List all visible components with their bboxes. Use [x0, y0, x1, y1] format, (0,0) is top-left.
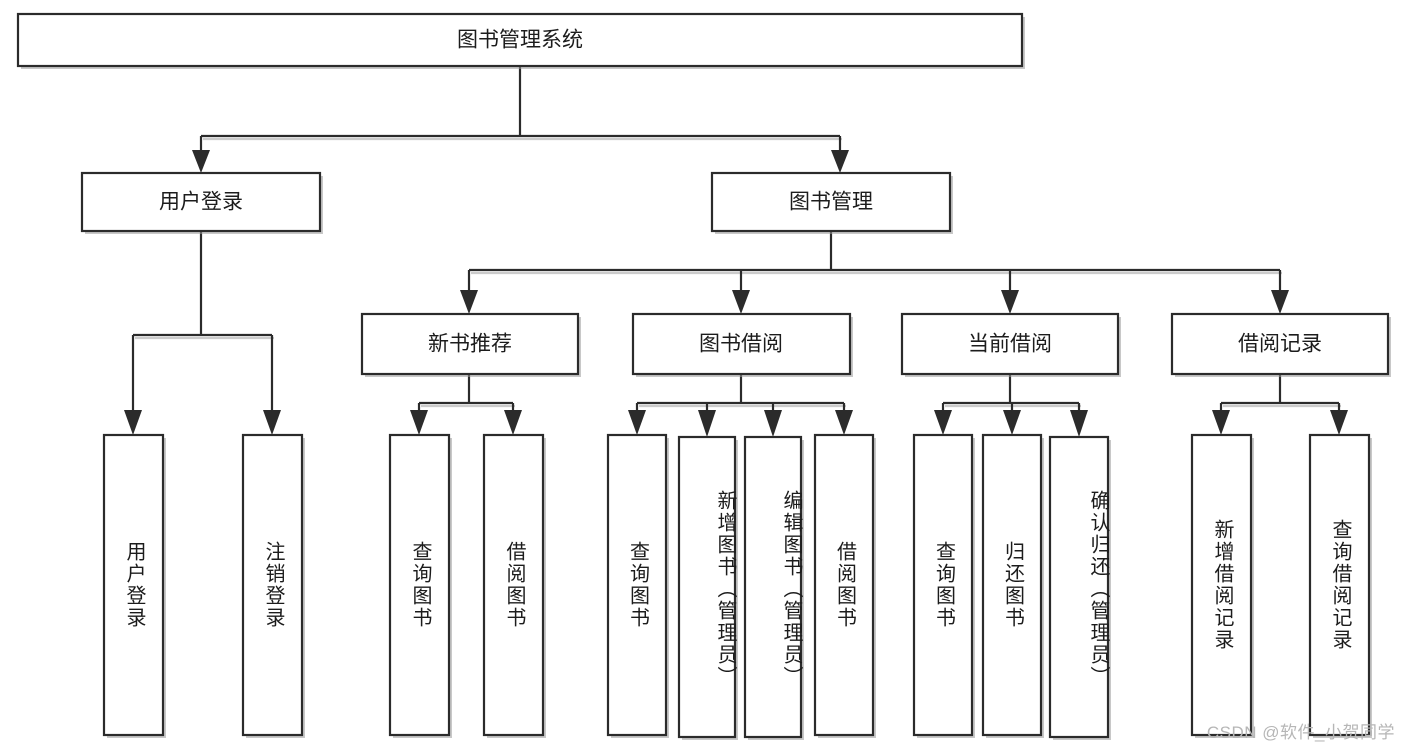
leaf-node-query-book-3[interactable] [912, 433, 975, 738]
node-borrow-record[interactable]: 借阅记录 [1170, 312, 1391, 377]
leaf-node-query-book-1[interactable] [388, 433, 452, 738]
edge-borrowrecord-to-leaves [1212, 374, 1348, 435]
node-user-login-label: 用户登录 [159, 191, 243, 214]
edge-root-to-level2 [192, 66, 849, 173]
edges-group [124, 66, 1348, 437]
edge-bookborrow-to-leaves [628, 374, 853, 437]
leaf-node-logout-login[interactable] [241, 433, 305, 738]
node-book-manage[interactable]: 图书管理 [710, 171, 953, 234]
edge-newbookrec-to-leaves [410, 374, 522, 435]
node-current-borrow[interactable]: 当前借阅 [900, 312, 1121, 377]
leaf-node-query-borrow-record[interactable] [1308, 433, 1372, 738]
node-book-manage-label: 图书管理 [789, 191, 873, 214]
leaf-node-borrow-book-2[interactable] [813, 433, 876, 738]
edge-bookmanage-to-level3 [460, 231, 1289, 314]
node-root-label: 图书管理系统 [457, 29, 583, 52]
leaf-node-add-book-admin[interactable] [677, 435, 738, 740]
leaf-node-query-book-2[interactable] [606, 433, 669, 738]
node-current-borrow-label: 当前借阅 [968, 333, 1052, 356]
node-book-borrow[interactable]: 图书借阅 [631, 312, 853, 377]
edge-currentborrow-to-leaves [934, 374, 1088, 437]
leaf-node-add-borrow-record[interactable] [1190, 433, 1254, 738]
edge-userlogin-to-leaves [124, 231, 281, 435]
node-borrow-record-label: 借阅记录 [1238, 333, 1322, 356]
leaf-node-user-login[interactable] [102, 433, 166, 738]
leaf-node-edit-book-admin[interactable] [743, 435, 804, 740]
leaf-node-return-book[interactable] [981, 433, 1044, 738]
node-user-login[interactable]: 用户登录 [80, 171, 323, 234]
csdn-watermark: CSDN @软件_小贺同学 [1206, 723, 1395, 742]
leaf-node-borrow-book-1[interactable] [482, 433, 546, 738]
node-root[interactable]: 图书管理系统 [16, 12, 1025, 69]
leaf-node-confirm-return-admin[interactable] [1048, 435, 1111, 740]
node-new-book-rec-label: 新书推荐 [428, 333, 512, 356]
node-book-borrow-label: 图书借阅 [699, 333, 783, 356]
node-new-book-rec[interactable]: 新书推荐 [360, 312, 581, 377]
